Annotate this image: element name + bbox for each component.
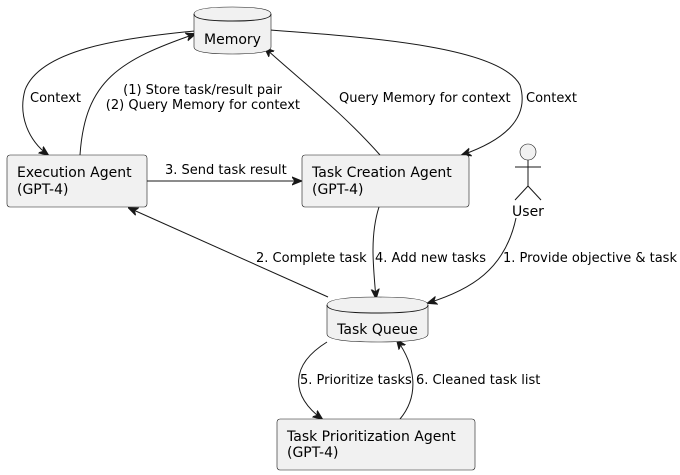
- edge-label-cleaned-task-list: 6. Cleaned task list: [416, 373, 540, 388]
- task-queue-node: Task Queue: [326, 296, 429, 343]
- edge-execution-to-memory: [79, 34, 195, 156]
- execution-agent-title: Execution Agent: [17, 165, 132, 181]
- memory-node: Memory: [193, 6, 272, 55]
- edge-prioritization-to-queue: [397, 340, 414, 420]
- edge-queue-to-prioritization: [298, 341, 328, 419]
- user-label: User: [512, 204, 544, 220]
- edge-memory-to-creation: [269, 29, 523, 155]
- edge-label-send-task-result: 3. Send task result: [165, 163, 287, 178]
- edge-memory-to-execution: [22, 30, 196, 155]
- edge-label-add-new-tasks: 4. Add new tasks: [375, 251, 486, 266]
- edge-label-store-pair: (1) Store task/result pair: [123, 83, 283, 98]
- task-prioritization-agent-model: (GPT-4): [287, 445, 338, 461]
- task-creation-agent-title: Task Creation Agent: [311, 165, 452, 181]
- task-prioritization-agent-title: Task Prioritization Agent: [286, 429, 456, 445]
- edge-creation-to-memory: [265, 48, 381, 156]
- task-prioritization-agent-node: Task Prioritization Agent (GPT-4): [276, 418, 476, 471]
- edge-creation-to-queue: [373, 206, 379, 298]
- execution-agent-model: (GPT-4): [17, 182, 68, 198]
- user-head-icon: [519, 143, 537, 161]
- memory-label: Memory: [204, 32, 261, 48]
- edge-label-prioritize-tasks: 5. Prioritize tasks: [300, 373, 412, 388]
- user-actor: User: [512, 143, 544, 220]
- edge-label-creation-to-memory: Query Memory for context: [339, 91, 511, 106]
- task-creation-agent-node: Task Creation Agent (GPT-4): [301, 154, 470, 208]
- edge-label-complete-task: 2. Complete task: [256, 251, 367, 266]
- task-queue-label: Task Queue: [336, 322, 418, 338]
- edge-label-memory-to-execution: Context: [30, 91, 81, 106]
- edge-label-memory-to-creation: Context: [526, 91, 577, 106]
- execution-agent-node: Execution Agent (GPT-4): [6, 154, 148, 208]
- edge-label-provide-objective: 1. Provide objective & task: [503, 251, 677, 266]
- task-creation-agent-model: (GPT-4): [312, 182, 363, 198]
- edge-user-to-queue: [428, 217, 517, 303]
- edge-queue-to-execution: [129, 208, 329, 298]
- edge-label-query-memory: (2) Query Memory for context: [106, 98, 300, 113]
